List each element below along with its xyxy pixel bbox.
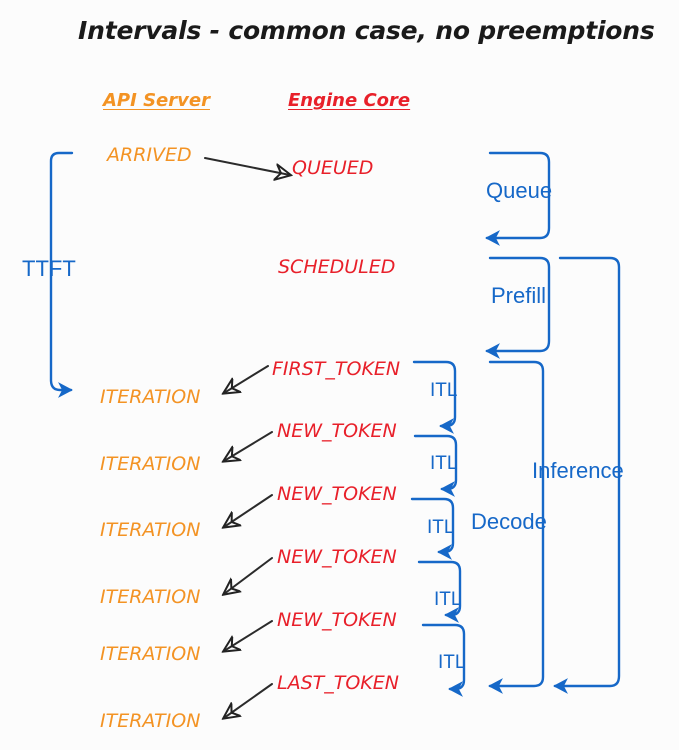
interval-label-itl-1: ITL [430,380,458,401]
interval-label-decode: Decode [471,509,547,534]
state-last-token: LAST_TOKEN [277,672,399,694]
state-new-token-3: NEW_TOKEN [277,546,397,568]
arrow-new-token-1-to-iteration [224,431,273,461]
arrow-new-token-4-to-iteration [224,620,273,651]
state-iteration-2: ITERATION [100,453,201,475]
interval-label-itl-3: ITL [427,517,455,538]
interval-label-ttft: TTFT [22,256,76,281]
arrow-new-token-2-to-iteration [224,494,273,527]
interval-label-prefill: Prefill [491,283,547,308]
state-iteration-1: ITERATION [100,386,201,408]
state-scheduled: SCHEDULED [278,256,396,278]
state-new-token-4: NEW_TOKEN [277,609,397,631]
interval-label-queue: Queue [486,178,553,203]
interval-label-itl-5: ITL [438,652,466,673]
state-first-token: FIRST_TOKEN [272,358,401,380]
state-iteration-3: ITERATION [100,519,201,541]
state-iteration-5: ITERATION [100,643,201,665]
state-new-token-2: NEW_TOKEN [277,483,397,505]
arrow-first-token-to-iteration [224,365,269,393]
column-header-api-server: API Server [103,90,210,111]
interval-label-itl-4: ITL [434,589,462,610]
interval-label-itl-2: ITL [430,453,458,474]
state-new-token-1: NEW_TOKEN [277,420,397,442]
state-arrived: ARRIVED [107,144,192,166]
interval-label-inference: Inference [532,458,624,483]
column-header-engine-core: Engine Core [288,90,411,111]
state-iteration-4: ITERATION [100,586,201,608]
state-queued: QUEUED [292,157,374,179]
state-iteration-6: ITERATION [100,710,201,732]
arrow-arrived-to-queued [204,157,290,175]
arrow-new-token-3-to-iteration [224,557,273,594]
page-title: Intervals - common case, no preemptions [78,16,655,45]
arrow-last-token-to-iteration [224,683,273,718]
